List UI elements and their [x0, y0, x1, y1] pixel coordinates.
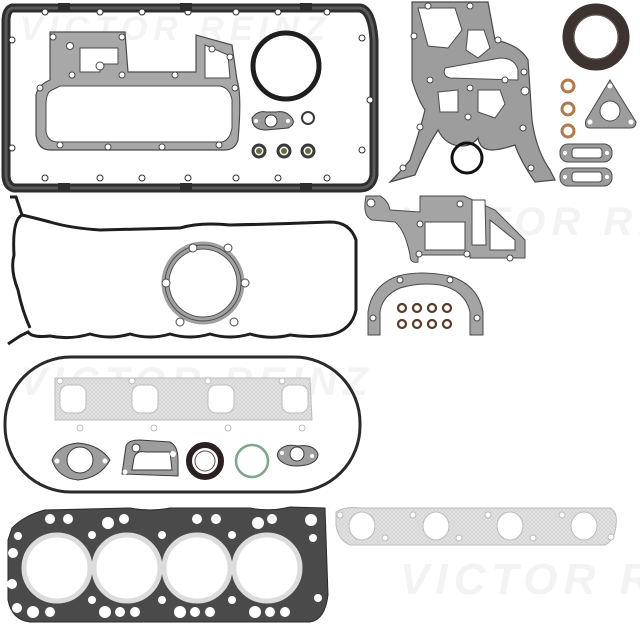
oval-rubber-gasket [3, 355, 362, 494]
front-engine-plate-gasket [387, 1, 556, 184]
copper-washers [560, 78, 576, 139]
intake-manifold-gasket [54, 377, 313, 432]
thermostat-gasket [51, 442, 111, 481]
green-o-ring [234, 443, 270, 479]
small-o-ring [450, 141, 484, 175]
crankshaft-rear-seal [250, 30, 322, 102]
valve-cover-gasket [7, 195, 358, 346]
oblong-gaskets [559, 143, 613, 187]
water-outlet-gasket [121, 439, 179, 477]
seal-rings [251, 111, 316, 159]
cylinder-head-gasket [7, 506, 329, 623]
oil-pan-gasket [1, 3, 379, 193]
crankshaft-front-seal [562, 3, 630, 71]
egr-gasket [277, 444, 319, 467]
timing-cover-gasket [35, 31, 241, 151]
water-pump-gasket [161, 241, 250, 327]
exhaust-manifold-gasket [335, 507, 617, 546]
valve-stem-seals [396, 302, 453, 330]
pump-housing-gasket [364, 195, 526, 263]
triangle-flange-gasket [585, 79, 637, 129]
oil-seal [186, 442, 224, 480]
small-flange-gasket [251, 111, 294, 131]
rear-seal-retainer-gasket [367, 272, 484, 336]
